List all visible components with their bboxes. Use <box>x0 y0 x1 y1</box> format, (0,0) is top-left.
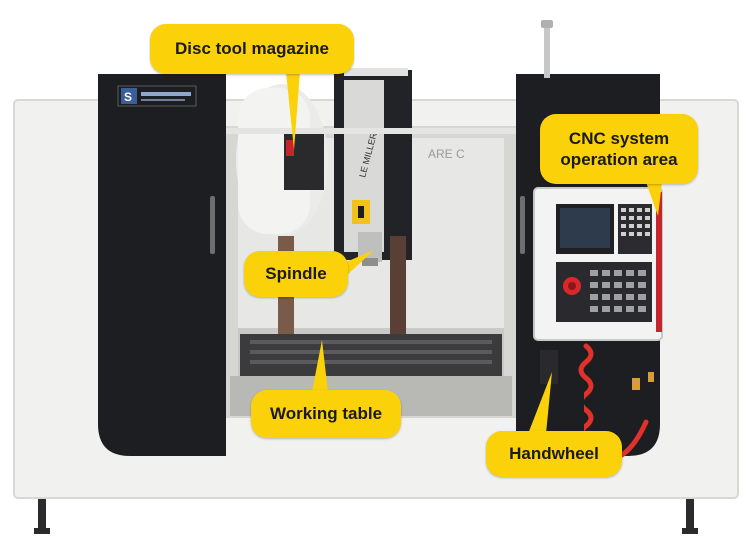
callout-label: Disc tool magazine <box>175 39 329 59</box>
callout-label-line2: operation area <box>560 150 678 169</box>
callout-disc-tool-magazine: Disc tool magazine <box>150 24 354 74</box>
callout-cnc-system-operation-area: CNC system operation area <box>540 114 698 184</box>
callout-spindle: Spindle <box>244 251 348 297</box>
svg-text:S: S <box>124 90 132 104</box>
callout-label: Working table <box>269 404 383 424</box>
callout-working-table: Working table <box>251 390 401 438</box>
callout-handwheel: Handwheel <box>486 431 622 477</box>
callout-label-line1: CNC system <box>568 128 670 148</box>
svg-text:ARE C: ARE C <box>428 147 465 161</box>
callout-label: Handwheel <box>509 444 599 464</box>
callout-label: Spindle <box>265 264 327 284</box>
